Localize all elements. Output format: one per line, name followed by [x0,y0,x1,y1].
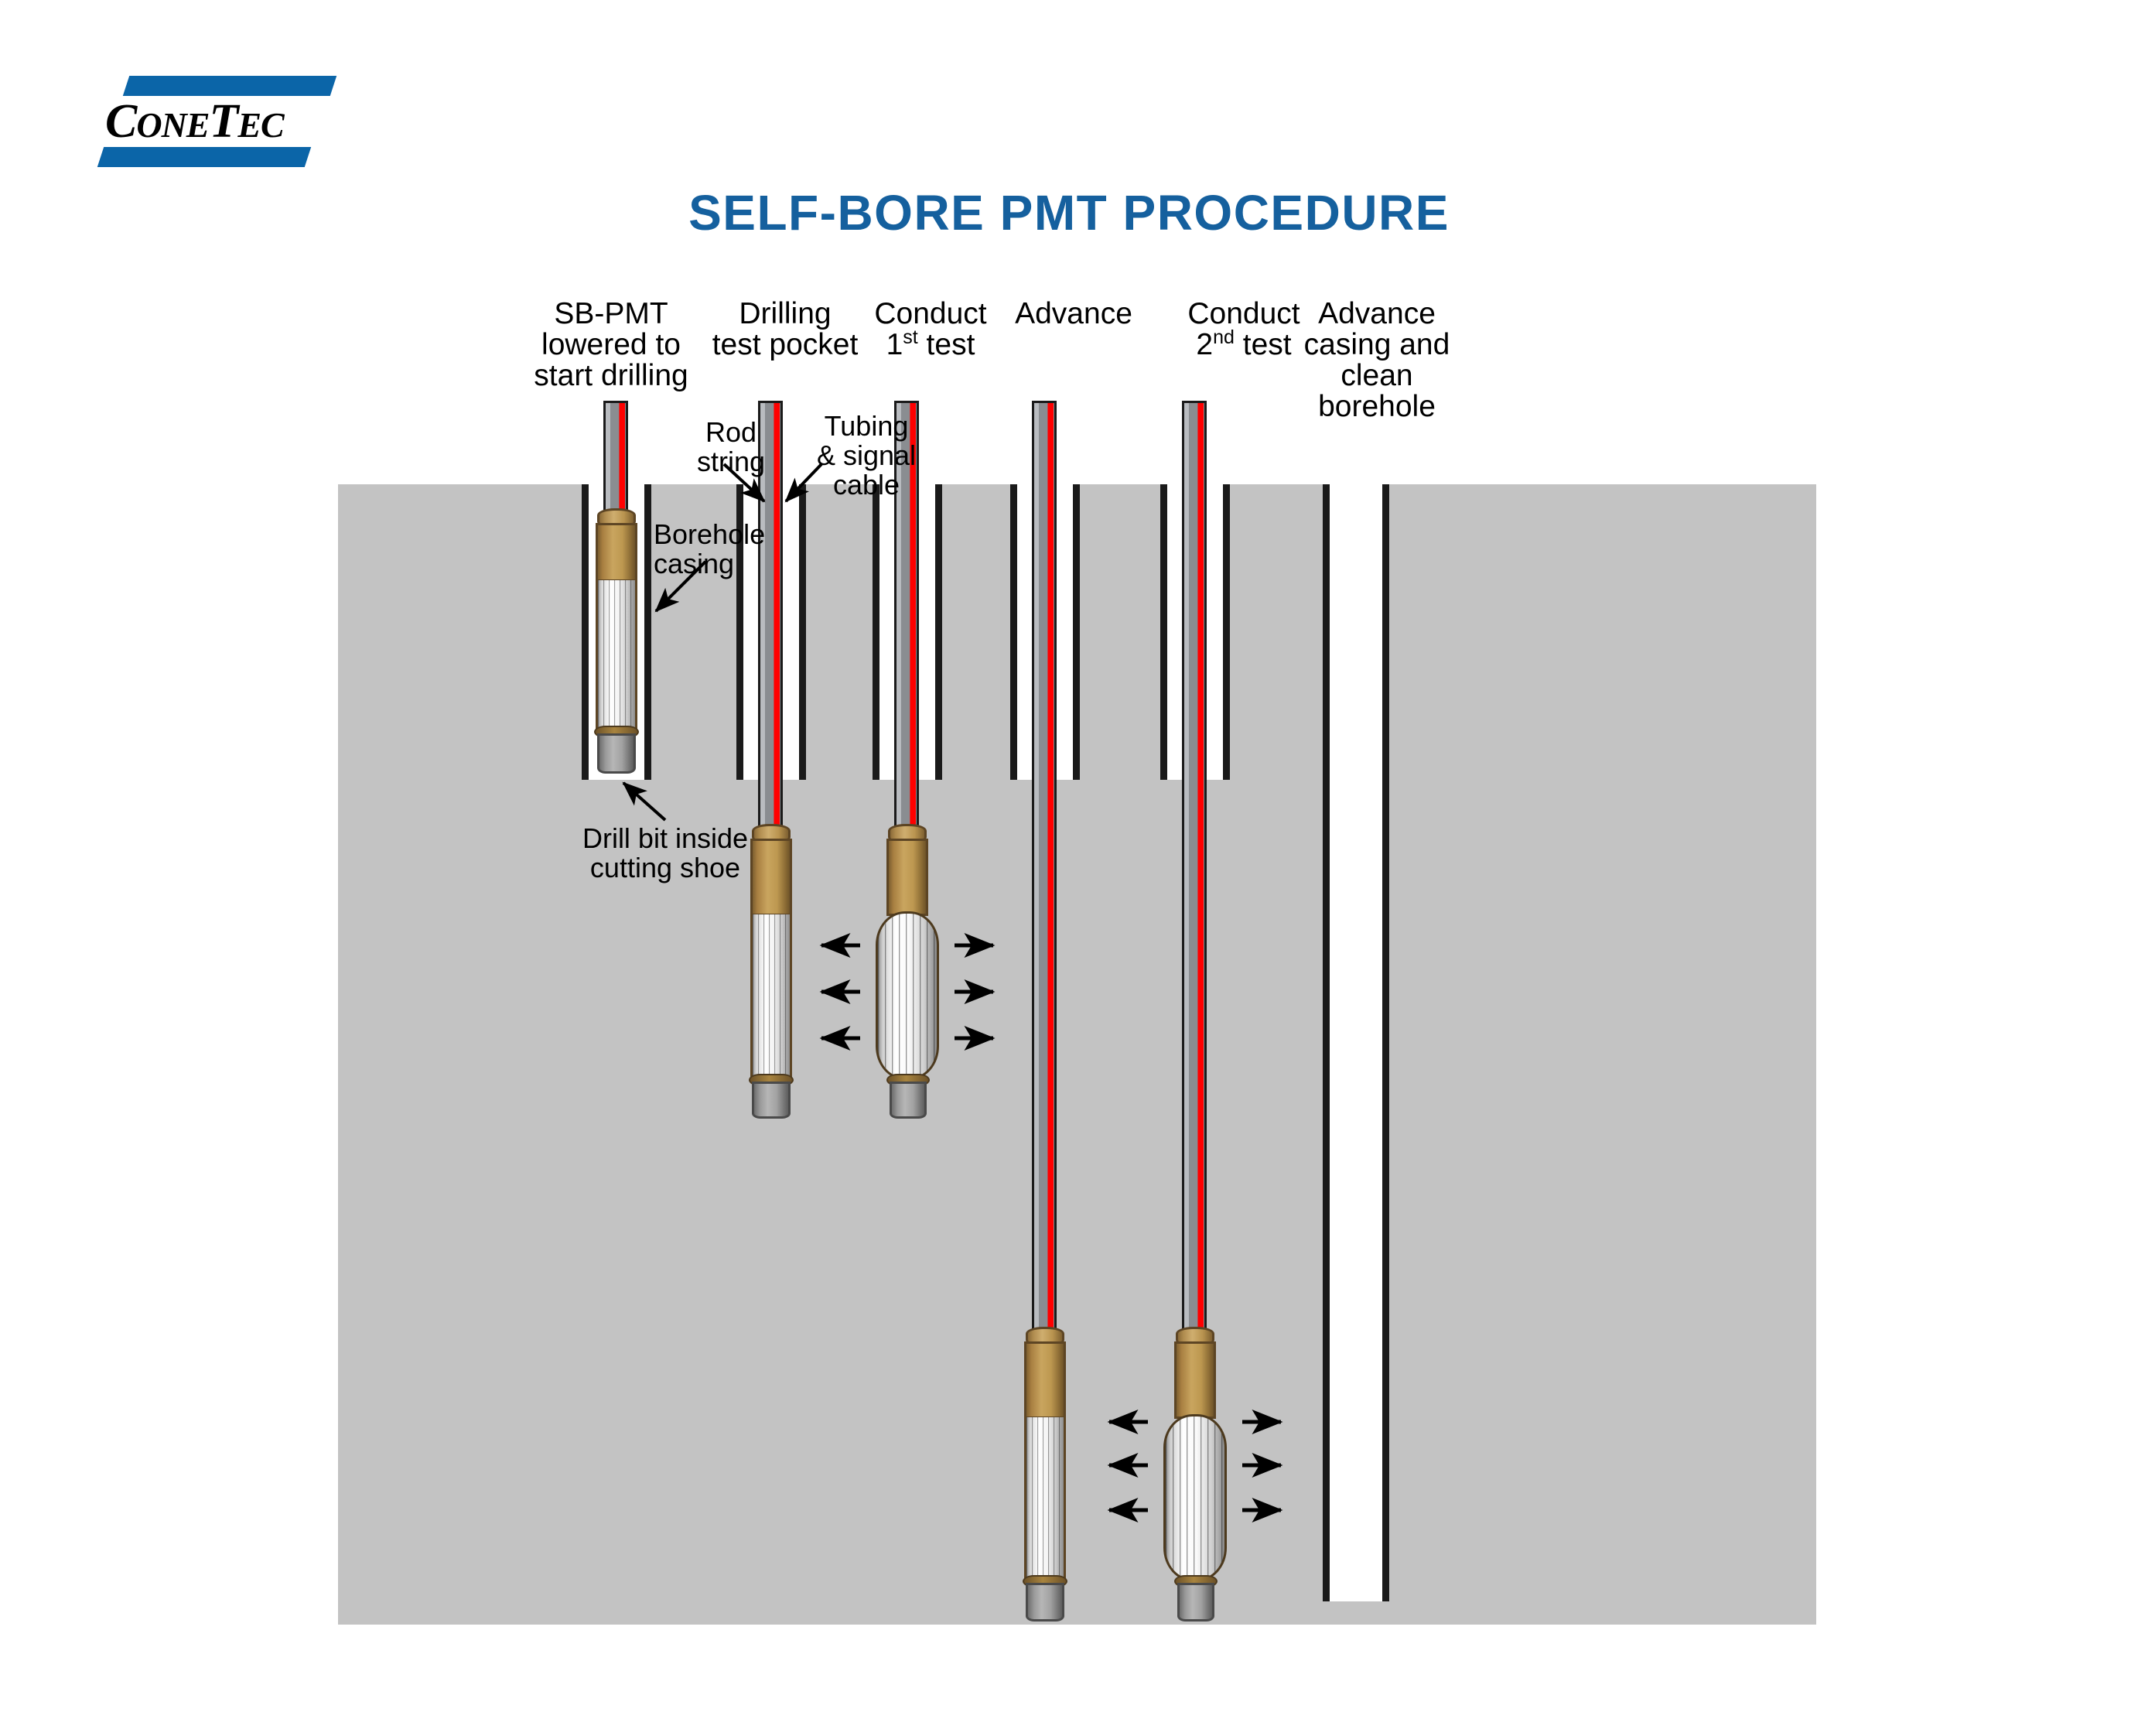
stage-heading-6-line3: clean [1341,359,1413,392]
annotation-rod-string-line1: Rod [705,416,757,448]
ordinal-number-2: 2 [1196,328,1214,361]
conetec-logo: CONETEC [97,76,337,167]
rod-string-5 [1182,401,1207,1337]
ordinal-number-1: 1 [886,328,903,361]
probe-brass-body-4 [1024,1341,1066,1419]
annotation-rod-string: Rod string [681,418,781,477]
probe-membrane-expanded-3 [876,911,939,1080]
annotation-borehole-casing-line2: casing [654,548,735,579]
annotation-tubing-line1: Tubing [824,410,909,442]
annotation-tubing-line2: & signal [816,439,917,471]
stage-heading-5-line2: 2nd test [1081,328,1406,361]
probe-brass-body-5 [1174,1341,1216,1419]
rod-string-4 [1032,401,1057,1337]
ordinal-suffix-st: st [903,326,918,348]
annotation-borehole-casing: Borehole casing [654,520,824,579]
stage-heading-5-line1: Conduct [1187,297,1300,330]
annotation-drill-bit: Drill bit inside cutting shoe [541,824,789,883]
probe-membrane-4 [1024,1417,1066,1580]
stage-heading-2-line1: Drilling [739,297,832,330]
stage-heading-3-test: test [917,328,975,361]
cutting-shoe-1 [597,733,636,774]
stage-heading-1-line1: SB-PMT [554,297,668,330]
stage-heading-6-line1: Advance [1318,297,1436,330]
cutting-shoe-5 [1177,1583,1214,1622]
logo-bar-bottom [97,147,312,167]
stage-heading-2-line2: test pocket [712,328,859,361]
stage-heading-1: SB-PMT lowered to start drilling [534,299,688,391]
annotation-tubing-line3: cable [832,469,900,501]
page-title: SELF-BORE PMT PROCEDURE [688,185,1450,241]
probe-brass-body-2 [750,839,792,916]
probe-brass-body-3 [886,839,928,916]
stage-heading-4-line1: Advance [1015,297,1132,330]
annotation-tubing-signal-cable: Tubing & signal cable [797,412,936,500]
cutting-shoe-2 [752,1082,791,1119]
logo-bar-top [122,76,337,96]
logo-wordmark: CONETEC [105,95,285,148]
annotation-borehole-casing-line1: Borehole [654,518,766,550]
borehole-casing-6 [1323,484,1389,1601]
stage-heading-3-line1: Conduct [874,297,987,330]
rod-string-1 [603,401,628,518]
probe-membrane-1 [596,580,637,730]
stage-heading-6: Advance casing and clean borehole [1269,299,1485,422]
stage-heading-1-line3: start drilling [534,359,688,392]
probe-brass-body-1 [596,523,637,582]
stage-heading-5-test: test [1234,328,1292,361]
annotation-drill-bit-line1: Drill bit inside [582,822,749,854]
stage-heading-2: Drilling test pocket [708,299,862,361]
annotation-rod-string-line2: string [696,446,766,477]
cutting-shoe-3 [890,1082,927,1119]
rod-string-3 [894,401,919,834]
stage-heading-5: Conduct 2nd test [1081,299,1406,361]
stage-heading-3-line2: 1st test [857,328,1004,361]
cutting-shoe-4 [1026,1583,1064,1622]
stage-heading-4: Advance [996,299,1151,330]
stage-heading-6-line4: borehole [1318,390,1436,423]
stage-heading-3: Conduct 1st test [857,299,1004,361]
stage-heading-6-line2: casing and [1303,328,1450,361]
stage-heading-1-line2: lowered to [541,328,681,361]
probe-membrane-expanded-5 [1163,1414,1227,1581]
annotation-drill-bit-line2: cutting shoe [589,852,741,883]
ordinal-suffix-nd: nd [1213,326,1235,348]
probe-membrane-2 [750,914,792,1078]
